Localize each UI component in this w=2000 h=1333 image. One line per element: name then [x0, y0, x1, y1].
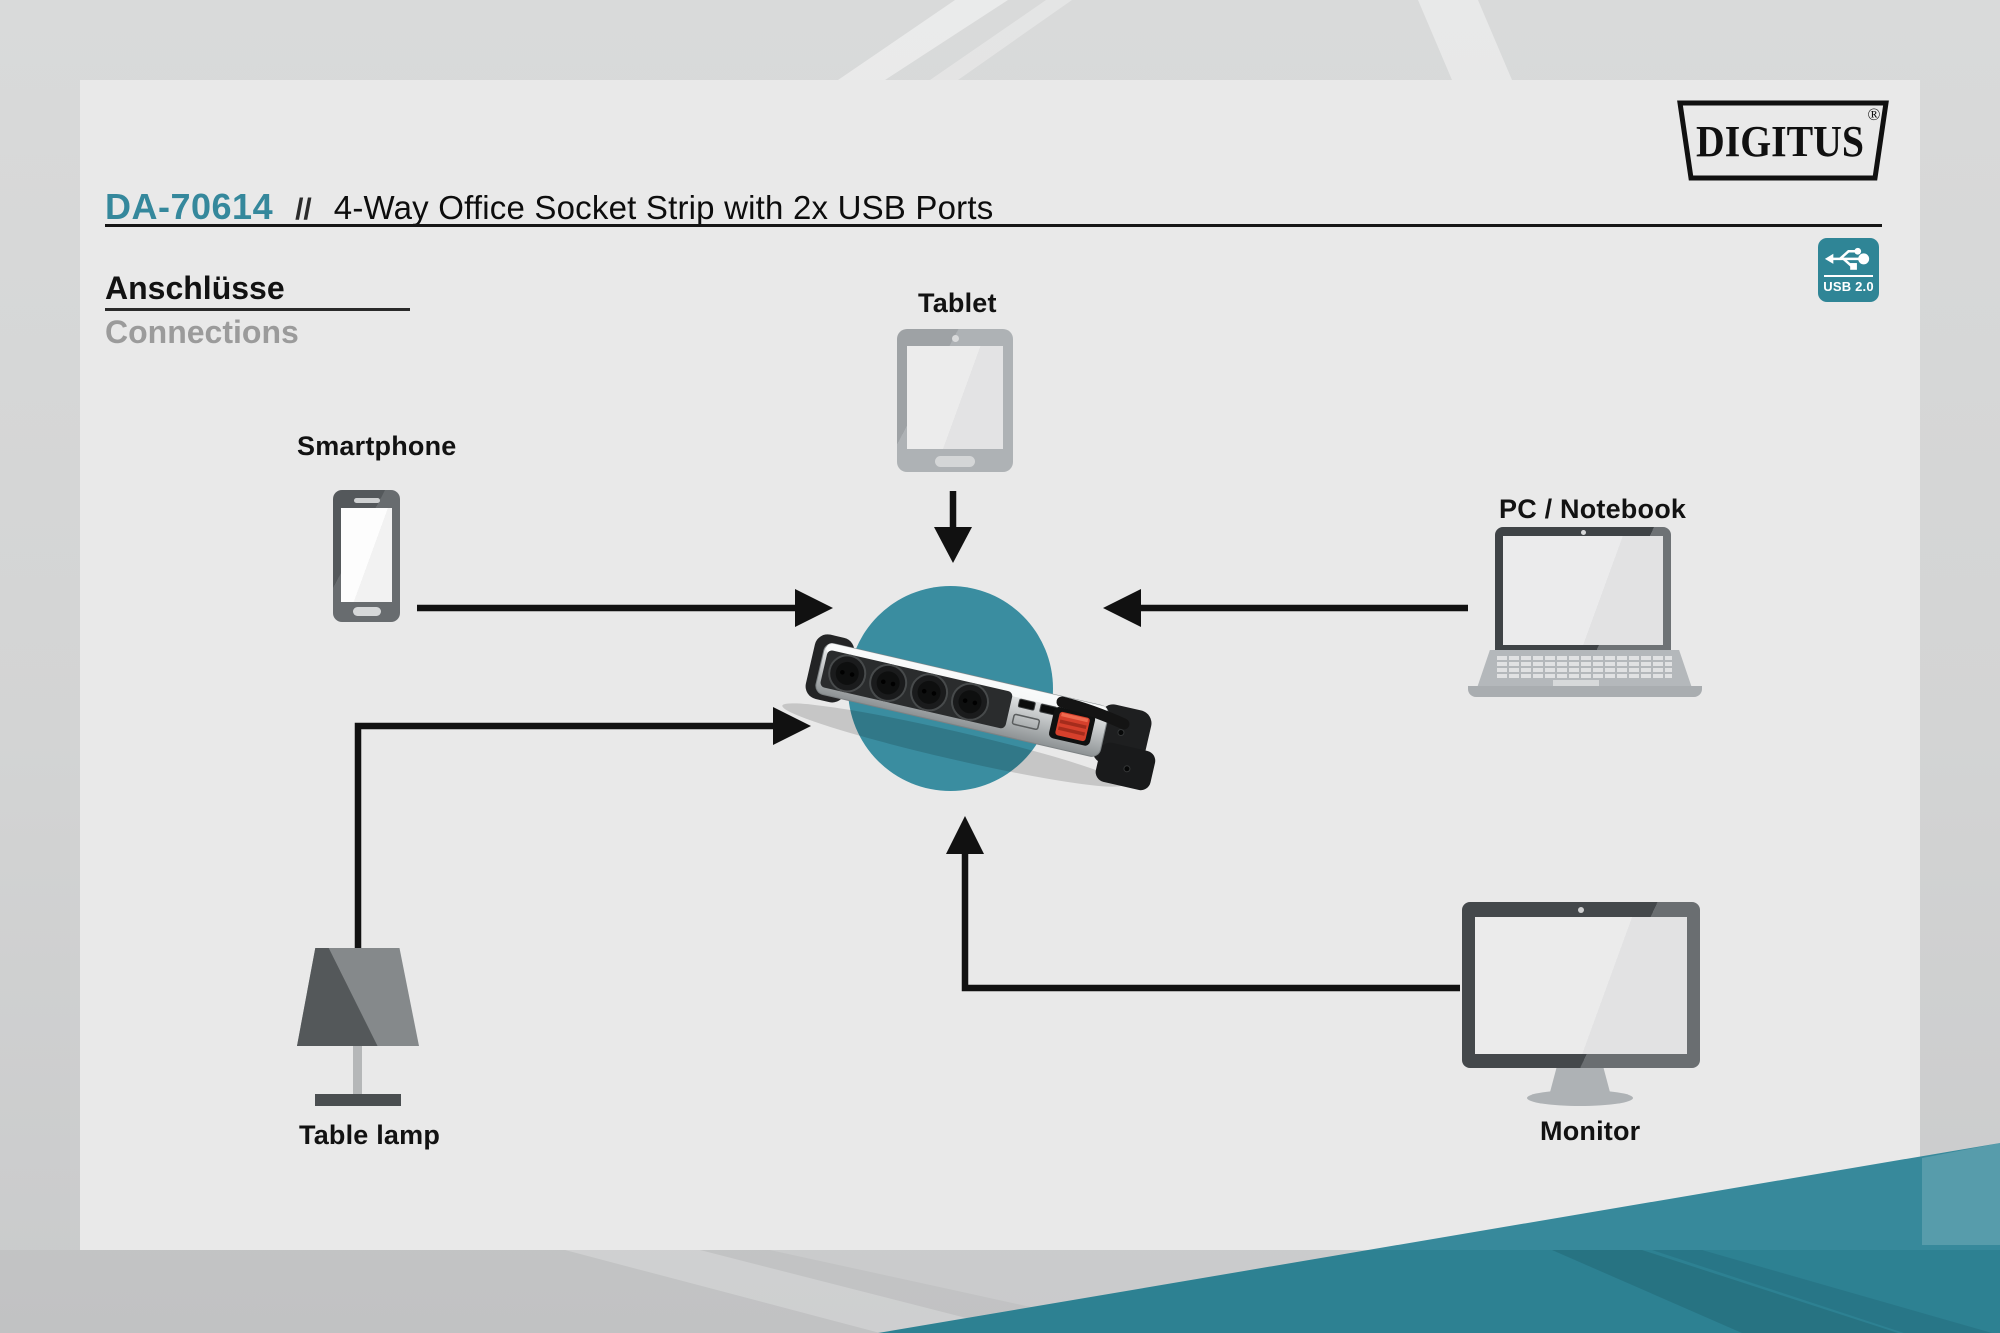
section-heading-german: Anschlüsse: [105, 270, 285, 306]
smartphone-illustration: [333, 490, 400, 622]
tablet-home-button: [935, 456, 975, 467]
lamp-shade-shadow: [297, 948, 378, 1046]
usb20-badge: USB 2.0: [1818, 238, 1879, 302]
registered-trademark-icon: ®: [1868, 105, 1881, 124]
socket-3: [910, 673, 949, 712]
monitor-stand-base: [1527, 1090, 1633, 1106]
laptop-camera-dot: [1581, 530, 1586, 535]
tablet-illustration: [897, 329, 1013, 472]
header-divider-slashes: //: [295, 193, 312, 226]
tablet-screen: [907, 346, 1003, 449]
monitor-frame: [1462, 902, 1700, 1068]
laptop-keyboard: [1497, 655, 1672, 678]
lamp-label: Table lamp: [299, 1120, 441, 1150]
section-heading-underline: [105, 308, 410, 311]
power-cable: [1056, 696, 1130, 730]
header-underline: [105, 224, 1882, 227]
laptop-front-edge: [1468, 686, 1702, 697]
socket-4: [950, 682, 989, 721]
pc-label: PC / Notebook: [1499, 494, 1687, 524]
socket-2: [869, 663, 908, 702]
smartphone-home-button: [352, 607, 381, 616]
smartphone-screen: [341, 508, 392, 602]
socket-strip-product: [782, 634, 1156, 791]
product-title: 4-Way Office Socket Strip with 2x USB Po…: [333, 189, 994, 226]
lamp-stem: [353, 1046, 362, 1096]
cap-screw-hole-2: [1123, 765, 1131, 773]
usb-badge-divider: [1824, 275, 1873, 277]
monitor-label: Monitor: [1540, 1116, 1641, 1146]
smartphone-speaker: [353, 498, 380, 503]
usb-trident-icon: [1824, 247, 1870, 270]
section-heading-english: Connections: [105, 314, 299, 350]
header: DA-70614 // 4-Way Office Socket Strip wi…: [105, 186, 993, 228]
strip-shadow: [782, 703, 1124, 787]
laptop-screen: [1503, 536, 1663, 645]
socket-1: [828, 654, 867, 693]
laptop-screen-frame: [1495, 527, 1671, 651]
tablet-label: Tablet: [918, 288, 997, 318]
strip-brand-plate: [1011, 713, 1041, 731]
model-number: DA-70614: [105, 186, 274, 227]
schuko-sockets: [828, 654, 989, 721]
usb-port-1: [1017, 698, 1036, 711]
usb-badge-label: USB 2.0: [1823, 279, 1874, 294]
power-switch: [1049, 707, 1096, 746]
laptop-touchpad: [1553, 680, 1599, 687]
strip-top-rim: [826, 643, 1108, 717]
monitor-camera-dot: [1578, 907, 1584, 913]
cap-screw-hole-1: [1117, 729, 1125, 737]
lamp-shade: [297, 948, 419, 1046]
tablet-camera-dot: [952, 335, 959, 342]
smartphone-label: Smartphone: [297, 431, 457, 461]
digitus-logo: DIGITUS ®: [1677, 100, 1889, 181]
monitor-screen: [1475, 917, 1687, 1054]
digitus-logo-text: DIGITUS: [1696, 117, 1864, 166]
digitus-logo-frame: [1677, 100, 1889, 181]
lamp-base: [315, 1094, 401, 1106]
